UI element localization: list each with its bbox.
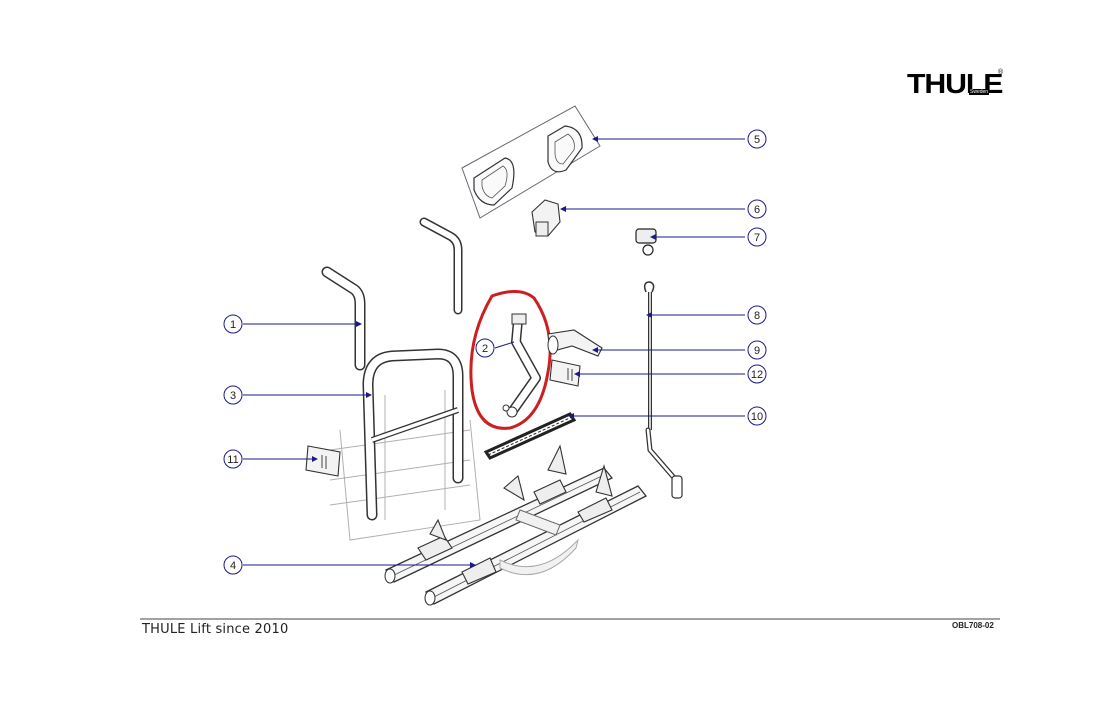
part-10-belt-mid [487, 416, 573, 456]
ghost-frame [329, 390, 481, 541]
thule-logo: THULE [907, 68, 1003, 99]
callout-circle-3 [223, 385, 243, 405]
part-11-slot [321, 455, 327, 469]
callout-circle-5 [747, 129, 767, 149]
callout-label-11: 11 [227, 454, 238, 466]
callout-circle-11 [223, 449, 243, 469]
part-3-frame-fill [363, 349, 462, 519]
callout-label-2: 2 [482, 343, 488, 355]
callout-label-3: 3 [230, 390, 236, 402]
part-2-head [511, 313, 527, 325]
part-12-pad [549, 359, 581, 387]
callout-label-6: 6 [754, 204, 760, 216]
registered-mark: ® [998, 69, 1004, 76]
part-5-box [461, 105, 601, 219]
highlight-ellipse [469, 290, 552, 430]
callout-circle-8 [747, 305, 767, 325]
callout-circle-12 [747, 364, 767, 384]
callout-label-10: 10 [751, 411, 763, 423]
callout-label-4: 4 [230, 560, 236, 572]
part-11-plate [305, 445, 341, 477]
part-5-shoe-left [473, 157, 515, 206]
part-12-slot [567, 368, 573, 381]
part-5-shoe-left-inner [481, 165, 508, 199]
callout-circle-7 [747, 227, 767, 247]
callout-label-12: 12 [751, 369, 763, 381]
callout-label-8: 8 [754, 310, 760, 322]
callout-circle-4 [223, 555, 243, 575]
callout-label-7: 7 [754, 232, 760, 244]
part-2-foot2 [502, 404, 510, 412]
part-3-crossbar-fill [371, 408, 459, 442]
part-9-loop [547, 335, 559, 355]
footer-title: THULE Lift since 2010 [142, 622, 289, 637]
part-6-stem [535, 221, 549, 237]
callout-label-5: 5 [754, 134, 760, 146]
callout-circle-9 [747, 340, 767, 360]
part-8-hook [643, 281, 655, 293]
callout-circle-1 [223, 314, 243, 334]
part-4-holders [417, 444, 613, 585]
callout-circle-2 [475, 338, 495, 358]
callout-circle-6 [747, 199, 767, 219]
logo-subtext: Sweden [969, 89, 990, 95]
callout-label-9: 9 [754, 345, 760, 357]
part-5-shoe-right-inner [554, 133, 575, 165]
part-2-arm-fill [508, 316, 540, 416]
part-5-shoe-right [547, 125, 583, 173]
part-1-tube-fill [323, 268, 364, 369]
leader-arrows [312, 136, 656, 568]
part-7-ring [642, 244, 654, 256]
leader-lines [243, 138, 745, 566]
part-2-foot [506, 406, 518, 418]
tube-upper-fill [421, 219, 461, 313]
callout-circle-10 [747, 406, 767, 426]
document-code: OBL708-02 [952, 621, 994, 630]
callout-label-1: 1 [230, 319, 236, 331]
part-8-handle [671, 475, 683, 499]
